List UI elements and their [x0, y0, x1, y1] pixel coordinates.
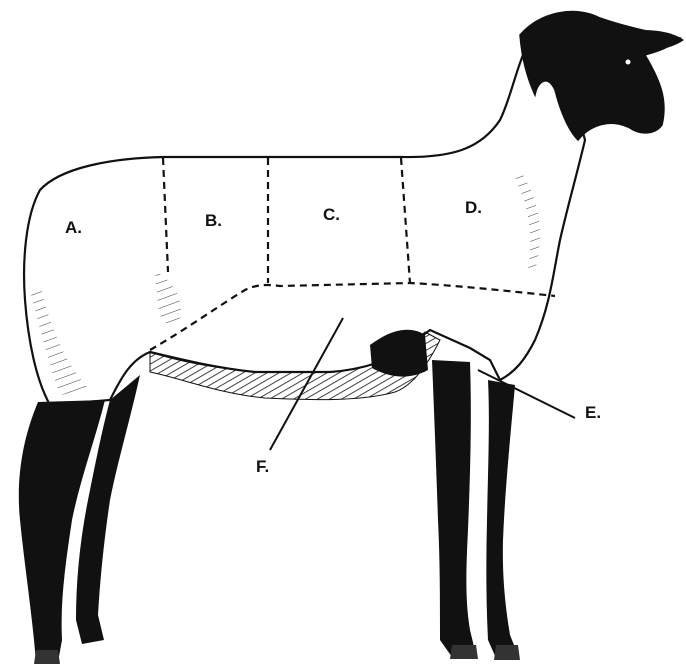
front-far-hoof [494, 645, 520, 660]
sheep-body-outline [24, 22, 585, 405]
sheep-ear [625, 30, 684, 50]
label-a: A. [65, 218, 82, 237]
label-e: E. [585, 403, 601, 422]
front-hoof [450, 645, 478, 659]
label-f: F. [256, 457, 269, 476]
front-near-leg [432, 360, 476, 657]
front-far-leg [486, 380, 518, 658]
label-b: B. [205, 211, 222, 230]
label-d: D. [465, 198, 482, 217]
rear-hoof [34, 650, 60, 664]
label-c: C. [323, 205, 340, 224]
sheep-eye [626, 60, 631, 65]
